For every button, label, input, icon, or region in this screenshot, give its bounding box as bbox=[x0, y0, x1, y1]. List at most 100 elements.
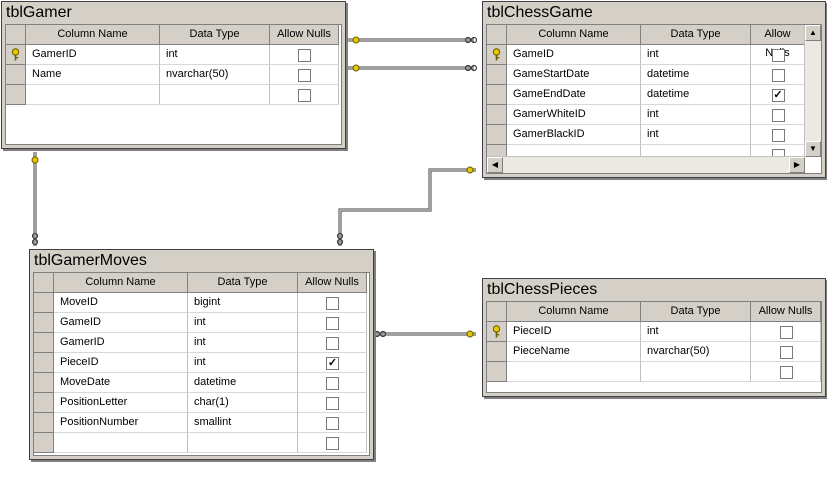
allow-nulls-checkbox[interactable] bbox=[779, 365, 793, 379]
data-type-cell[interactable]: smallint bbox=[188, 413, 298, 433]
table-row[interactable]: GamerID int bbox=[6, 45, 341, 65]
infinity-end-icon bbox=[373, 330, 381, 338]
primary-key-icon bbox=[492, 48, 501, 61]
column-name-cell[interactable]: GamerWhiteID bbox=[507, 105, 641, 125]
table-row[interactable]: PieceName nvarchar(50) bbox=[487, 342, 821, 362]
relation-chessgame-gamermoves[interactable] bbox=[338, 168, 476, 246]
data-type-cell[interactable]: char(1) bbox=[188, 393, 298, 413]
table-row[interactable]: MoveDate datetime bbox=[34, 373, 369, 393]
data-type-cell[interactable]: datetime bbox=[641, 65, 751, 85]
allow-nulls-checkbox[interactable] bbox=[771, 108, 785, 122]
column-name-cell[interactable] bbox=[507, 362, 641, 382]
data-type-cell[interactable]: int bbox=[641, 322, 751, 342]
column-name-cell[interactable]: PieceName bbox=[507, 342, 641, 362]
column-name-cell[interactable]: PieceID bbox=[54, 353, 188, 373]
data-type-cell[interactable]: int bbox=[188, 333, 298, 353]
column-name-cell[interactable]: GameID bbox=[507, 45, 641, 65]
data-type-cell[interactable]: int bbox=[160, 45, 270, 65]
column-name-cell[interactable]: PositionLetter bbox=[54, 393, 188, 413]
table-title: tblChessPieces bbox=[487, 281, 598, 298]
allow-nulls-checkbox[interactable] bbox=[779, 325, 793, 339]
table-row[interactable]: PieceID int ✓ bbox=[34, 353, 369, 373]
table-row[interactable]: MoveID bigint bbox=[34, 293, 369, 313]
column-name-cell[interactable]: GamerBlackID bbox=[507, 125, 641, 145]
column-name-cell[interactable]: GameID bbox=[54, 313, 188, 333]
data-type-cell[interactable] bbox=[160, 85, 270, 105]
column-name-cell[interactable] bbox=[26, 85, 160, 105]
allow-nulls-checkbox[interactable] bbox=[298, 68, 311, 82]
scroll-down-arrow-icon[interactable]: ▼ bbox=[805, 141, 821, 157]
allow-nulls-checkbox[interactable] bbox=[326, 396, 339, 410]
allow-nulls-checkbox[interactable]: ✓ bbox=[326, 356, 339, 370]
allow-nulls-checkbox[interactable] bbox=[326, 436, 339, 450]
data-type-cell[interactable]: nvarchar(50) bbox=[160, 65, 270, 85]
allow-nulls-checkbox[interactable] bbox=[779, 345, 793, 359]
column-name-cell[interactable]: PieceID bbox=[507, 322, 641, 342]
data-type-cell[interactable]: nvarchar(50) bbox=[641, 342, 751, 362]
allow-nulls-checkbox[interactable] bbox=[298, 88, 311, 102]
table-row[interactable]: GamerBlackID int bbox=[487, 125, 821, 145]
table-row[interactable]: GamerID int bbox=[34, 333, 369, 353]
column-name-cell[interactable]: GamerID bbox=[54, 333, 188, 353]
column-name-cell[interactable] bbox=[54, 433, 188, 453]
table-row[interactable]: GameStartDate datetime bbox=[487, 65, 821, 85]
allow-nulls-checkbox[interactable] bbox=[771, 48, 785, 62]
column-name-cell[interactable]: GameEndDate bbox=[507, 85, 641, 105]
table-row[interactable]: PositionNumber smallint bbox=[34, 413, 369, 433]
data-type-cell[interactable]: int bbox=[641, 125, 751, 145]
column-name-cell[interactable]: MoveDate bbox=[54, 373, 188, 393]
allow-nulls-checkbox[interactable] bbox=[326, 336, 339, 350]
allow-nulls-checkbox[interactable] bbox=[771, 148, 785, 159]
table-row[interactable]: Name nvarchar(50) bbox=[6, 65, 341, 85]
scroll-up-arrow-icon[interactable]: ▲ bbox=[805, 25, 821, 41]
table-tblgamermoves[interactable]: tblGamerMoves Column Name Data Type Allo… bbox=[29, 249, 374, 460]
allow-nulls-checkbox[interactable] bbox=[326, 296, 339, 310]
data-type-cell[interactable] bbox=[641, 362, 751, 382]
infinity-end-icon bbox=[31, 232, 39, 240]
allow-nulls-checkbox[interactable] bbox=[326, 376, 339, 390]
horizontal-scrollbar[interactable]: ◀ ▶ bbox=[487, 156, 805, 173]
table-row[interactable]: GameID int bbox=[487, 45, 821, 65]
infinity-end-icon bbox=[464, 64, 472, 72]
column-grid: Column Name Data Type Allow Nulls GameID… bbox=[486, 24, 822, 174]
grid-header: Column Name Data Type Allow Nulls bbox=[487, 25, 821, 59]
allow-nulls-checkbox[interactable]: ✓ bbox=[771, 88, 785, 102]
column-name-cell[interactable]: PositionNumber bbox=[54, 413, 188, 433]
allow-nulls-checkbox[interactable] bbox=[326, 316, 339, 330]
data-type-cell[interactable]: int bbox=[188, 353, 298, 373]
table-row[interactable]: PieceID int bbox=[487, 322, 821, 342]
allow-nulls-checkbox[interactable] bbox=[326, 416, 339, 430]
table-tblchesspieces[interactable]: tblChessPieces Column Name Data Type All… bbox=[482, 278, 826, 397]
table-row[interactable]: GamerWhiteID int bbox=[487, 105, 821, 125]
scroll-left-arrow-icon[interactable]: ◀ bbox=[487, 157, 503, 173]
allow-nulls-checkbox[interactable] bbox=[771, 68, 785, 82]
table-title: tblGamerMoves bbox=[34, 252, 147, 269]
column-name-cell[interactable]: GamerID bbox=[26, 45, 160, 65]
table-tblgamer[interactable]: tblGamer Column Name Data Type Allow Nul… bbox=[1, 1, 346, 149]
header-allow-nulls: Allow Nulls bbox=[270, 25, 339, 45]
scroll-right-arrow-icon[interactable]: ▶ bbox=[789, 157, 805, 173]
table-row[interactable] bbox=[34, 433, 369, 453]
vertical-scrollbar[interactable]: ▲ ▼ bbox=[804, 25, 821, 157]
data-type-cell[interactable]: int bbox=[641, 105, 751, 125]
header-column-name: Column Name bbox=[507, 302, 641, 322]
table-tblchessgame[interactable]: tblChessGame Column Name Data Type Allow… bbox=[482, 1, 826, 178]
column-name-cell[interactable]: Name bbox=[26, 65, 160, 85]
column-name-cell[interactable]: MoveID bbox=[54, 293, 188, 313]
column-name-cell[interactable]: GameStartDate bbox=[507, 65, 641, 85]
table-row[interactable]: PositionLetter char(1) bbox=[34, 393, 369, 413]
table-row[interactable] bbox=[6, 85, 341, 105]
data-type-cell[interactable]: int bbox=[188, 313, 298, 333]
table-row[interactable] bbox=[487, 362, 821, 382]
data-type-cell[interactable]: datetime bbox=[641, 85, 751, 105]
data-type-cell[interactable]: int bbox=[641, 45, 751, 65]
table-row[interactable]: GameID int bbox=[34, 313, 369, 333]
allow-nulls-checkbox[interactable] bbox=[771, 128, 785, 142]
header-allow-nulls: Allow Nulls bbox=[298, 273, 367, 293]
data-type-cell[interactable]: bigint bbox=[188, 293, 298, 313]
allow-nulls-checkbox[interactable] bbox=[298, 48, 311, 62]
data-type-cell[interactable] bbox=[188, 433, 298, 453]
data-type-cell[interactable]: datetime bbox=[188, 373, 298, 393]
table-row[interactable]: GameEndDate datetime ✓ bbox=[487, 85, 821, 105]
